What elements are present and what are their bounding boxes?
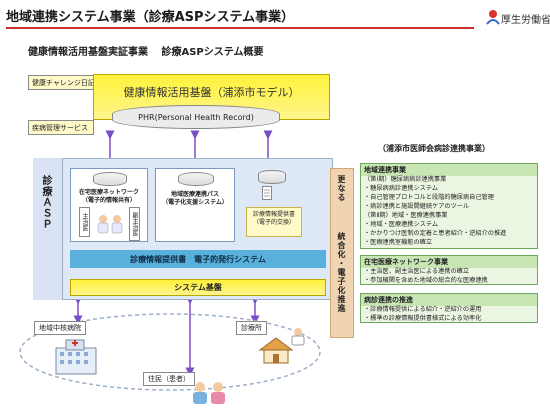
- panel-item: ・医療連携室機能の確立: [364, 238, 433, 246]
- referral-promotion-heading: 病診連携の推進: [361, 294, 537, 306]
- regional-path-title: 地域医療連携パス （電子化支援システム）: [162, 191, 228, 207]
- system-base-bar: システム基盤: [70, 279, 326, 296]
- slide-title: 地域連携システム事業（診療ASPシステム事業）: [6, 10, 295, 25]
- panel-item: ・地域・医療連携システム: [364, 220, 439, 228]
- panel-item: ・主治医、副主治医による連携の確立: [364, 268, 470, 275]
- phr-cylinder: PHR(Personal Health Record): [112, 105, 280, 129]
- home-care-network-node: 在宅医療ネットワーク （電子的情報共有） 主治医 副主治医: [70, 168, 148, 242]
- panel-item: ・病診連携と施設間継続ケアのツール: [364, 202, 470, 210]
- health-challenge-box: 健康チャレンジ日記: [28, 75, 95, 90]
- title-underline: [6, 27, 474, 29]
- ministry-emblem-icon: [486, 10, 500, 25]
- electronic-issuance-bar: 診療情報提供書 電子的発行システム: [70, 250, 326, 268]
- referral-letter-title: 診療情報提供書 （電子的交換）: [252, 211, 295, 227]
- home-care-network-title: 在宅医療ネットワーク （電子的情報共有）: [78, 189, 139, 205]
- integration-band: [330, 168, 354, 338]
- panel-item: ・自己管理プロトコルと段階的糖尿病自己管理: [364, 193, 494, 201]
- database-icon: [178, 172, 214, 186]
- diagram-subtitle: 健康情報活用基盤実証事業 診療ASPシステム概要: [28, 47, 264, 58]
- system-base-label: システム基盤: [174, 283, 222, 292]
- asp-side-label: 診療ＡＳＰ: [40, 175, 51, 230]
- database-icon: [93, 172, 127, 186]
- ministry-logo: 厚生労働省: [486, 6, 550, 28]
- asp-side-panel: [33, 158, 63, 300]
- hospital-building-icon: [55, 339, 97, 375]
- panel-item: （第Ⅱ期）地域・医療連携事業: [364, 211, 448, 219]
- disease-mgmt-box: 疾病管理サービス: [28, 120, 94, 135]
- residents-icon: [193, 382, 225, 404]
- phr-label: PHR(Personal Health Record): [138, 112, 254, 122]
- hospital-label: 地域中核病院: [34, 321, 86, 335]
- band-top-text: 更なる: [337, 175, 346, 202]
- panel-item: ・標準の診療情報提供書様式による効率化: [364, 314, 482, 322]
- regional-collab-heading: 地域連携事業: [361, 164, 537, 176]
- panel-item: ・参加機関を含めた地域の総合的な医療連携: [364, 276, 488, 284]
- band-bottom-text: 統合化・電子化推進: [337, 232, 346, 313]
- referral-promotion-panel: 病診連携の推進 ・診療情報提供による紹介・逆紹介の運用 ・標準の診療情報提供書様…: [360, 293, 538, 323]
- ministry-logo-text: 厚生労働省: [501, 15, 550, 26]
- referral-letter-node: 診療情報提供書 （電子的交換）: [246, 207, 302, 237]
- home-care-panel: 在宅医療ネットワーク事業 ・主治医、副主治医による連携の確立 ・参加機関を含めた…: [360, 255, 538, 285]
- health-info-base-title: 健康情報活用基盤（浦添市モデル）: [123, 86, 300, 99]
- clinic-house-icon: [258, 337, 294, 364]
- electronic-issuance-label: 診療情報提供書 電子的発行システム: [130, 254, 266, 264]
- panel-item: （第Ⅰ期）糖尿病病診連携事業: [364, 176, 447, 183]
- doctors-icon: [97, 215, 123, 234]
- health-challenge-label: 健康チャレンジ日記: [32, 78, 95, 87]
- right-section-title: （浦添市医師会病診連携事業）: [378, 144, 490, 153]
- community-ring: [19, 313, 321, 391]
- clinic-label: 診療所: [236, 321, 267, 335]
- primary-doctor-label: 主治医: [79, 207, 90, 237]
- panel-item: ・かかりつけ医制の定着と患者紹介・逆紹介の推進: [364, 229, 507, 237]
- disease-mgmt-label: 疾病管理サービス: [32, 123, 88, 132]
- regional-collab-panel: 地域連携事業 （第Ⅰ期）糖尿病病診連携事業 ・糖尿病病診連携システム ・自己管理…: [360, 163, 538, 249]
- sub-doctor-label: 副主治医: [129, 207, 140, 241]
- document-icon: [262, 186, 272, 200]
- home-care-heading: 在宅医療ネットワーク事業: [361, 256, 537, 268]
- residents-label: 住民（患者）: [143, 372, 195, 386]
- regional-path-node: 地域医療連携パス （電子化支援システム）: [155, 168, 235, 242]
- database-icon: [258, 170, 286, 184]
- panel-item: ・糖尿病病診連携システム: [364, 184, 439, 192]
- panel-item: ・診療情報提供による紹介・逆紹介の運用: [364, 306, 482, 313]
- doctor-person-icon: [291, 328, 305, 346]
